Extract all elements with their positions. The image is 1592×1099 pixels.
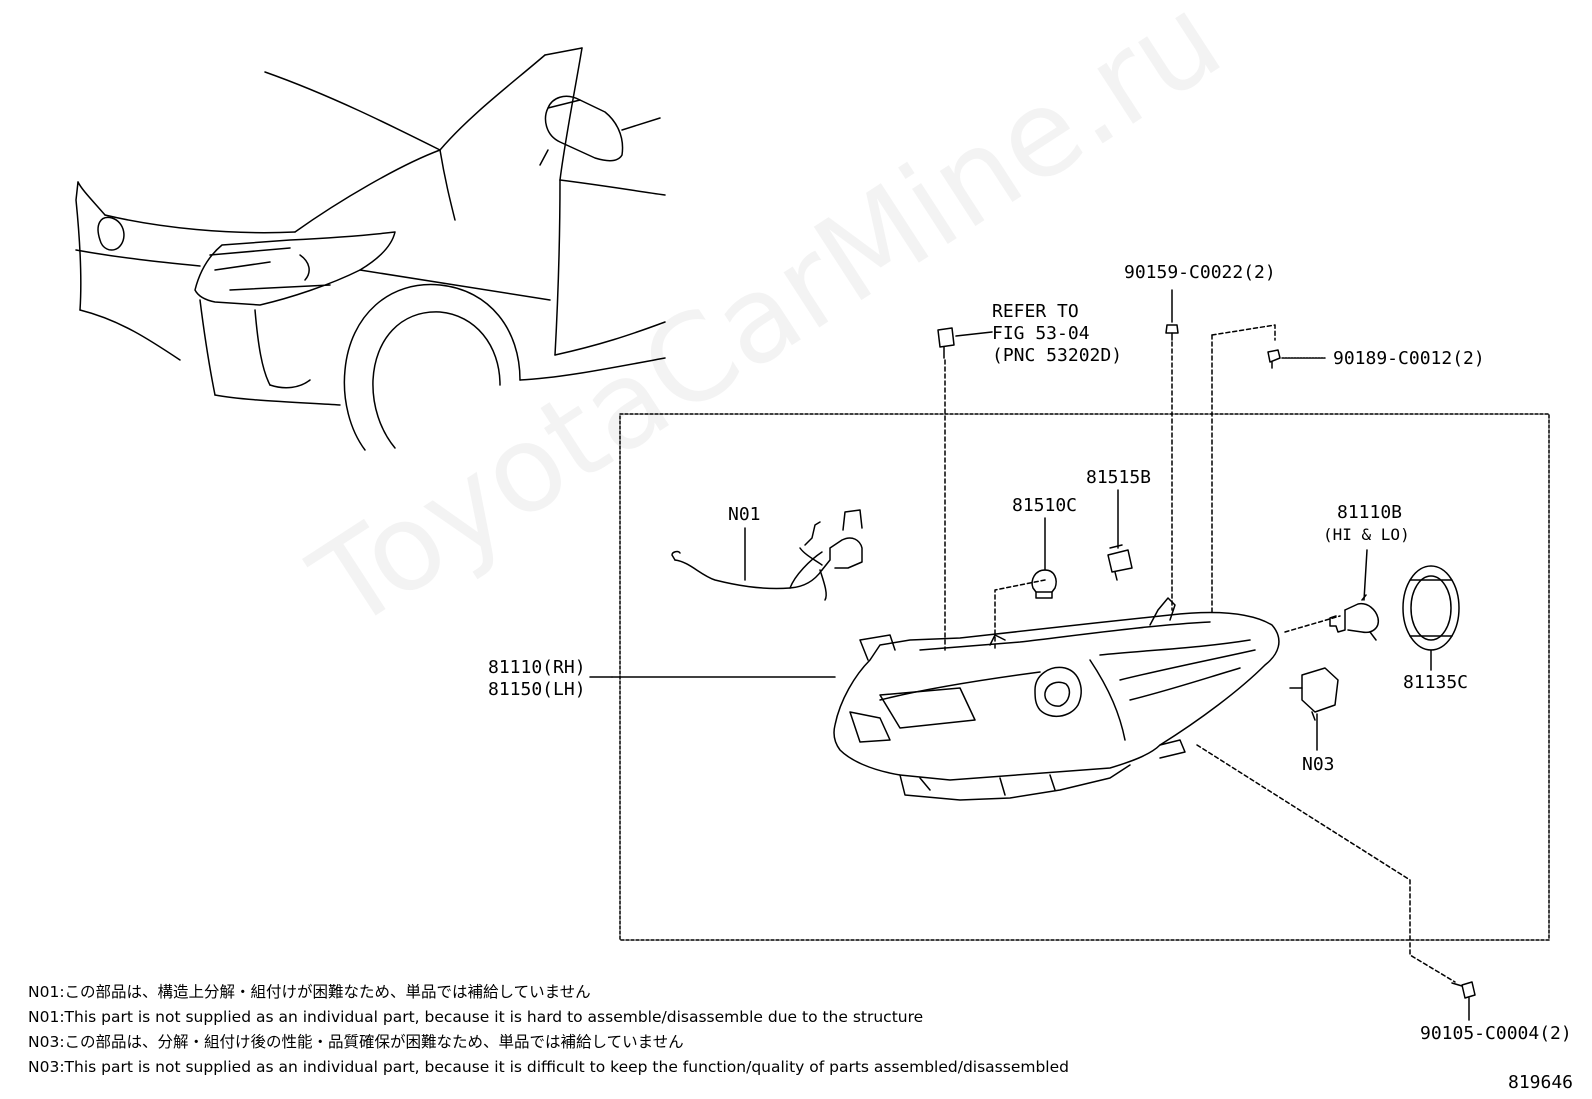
label-81135c: 81135C	[1403, 672, 1469, 693]
label-n01: N01	[728, 504, 761, 525]
note-n03-ja: N03:この部品は、分解・組付け後の性能・品質確保が困難なため、単品では補給して…	[28, 1033, 684, 1051]
label-hi-lo: (HI & LO)	[1323, 525, 1410, 544]
fastener-90189	[1267, 349, 1281, 369]
note-n01-ja: N01:この部品は、構造上分解・組付けが困難なため、単品では補給していません	[28, 983, 591, 1001]
label-81515b: 81515B	[1086, 467, 1152, 488]
label-81110-rh: 81110(RH)	[488, 657, 586, 678]
note-n01-en: N01:This part is not supplied as an indi…	[28, 1008, 924, 1026]
cap-81135c	[1402, 565, 1460, 651]
n01-wire-harness	[671, 509, 863, 601]
headlamp-assembly	[833, 597, 1280, 801]
car-illustration	[75, 47, 666, 451]
bulb-81110b	[1329, 594, 1380, 641]
label-refer-to-1: REFER TO	[992, 301, 1079, 322]
label-90105-c0004: 90105-C0004(2)	[1420, 1023, 1572, 1044]
figure-id: 819646	[1508, 1072, 1574, 1093]
label-90189-c0012: 90189-C0012(2)	[1333, 348, 1485, 369]
label-refer-to-2: FIG 53-04	[992, 323, 1090, 344]
note-n03-en: N03:This part is not supplied as an indi…	[28, 1058, 1069, 1076]
dashed-leaders	[944, 324, 1456, 983]
label-81150-lh: 81150(LH)	[488, 679, 586, 700]
actuator-n03	[1289, 667, 1339, 721]
fastener-90105	[1451, 981, 1476, 999]
solid-leaders	[589, 289, 1470, 1021]
label-90159-c0022: 90159-C0022(2)	[1124, 262, 1276, 283]
fastener-90159	[1165, 324, 1179, 341]
label-81510c: 81510C	[1012, 495, 1078, 516]
label-81110b: 81110B	[1337, 502, 1403, 523]
bulb-81510c	[1031, 569, 1057, 599]
socket-81515b	[1107, 544, 1133, 581]
label-n03: N03	[1302, 754, 1335, 775]
fastener-refer-to	[937, 327, 955, 359]
label-refer-to-3: (PNC 53202D)	[992, 345, 1123, 366]
